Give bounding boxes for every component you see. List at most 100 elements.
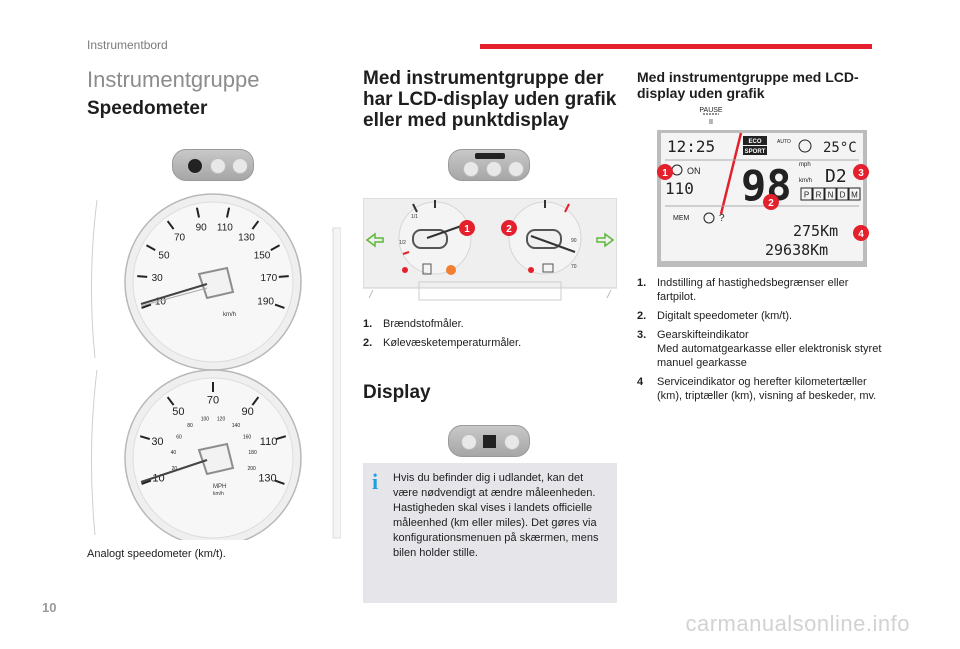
display-heading: Display <box>363 382 431 403</box>
kmh-dial-label: 170 <box>260 273 277 284</box>
header-accent-bar <box>480 44 872 49</box>
mph-inner-label: 20 <box>172 466 178 472</box>
help-symbol: ? <box>719 213 725 224</box>
fuel-full-label: 1/1 <box>411 214 418 220</box>
kmh-dial-tick <box>278 275 289 278</box>
svg-text:3: 3 <box>858 168 864 179</box>
lcd-cluster-icon <box>448 149 530 181</box>
gear-letter: N <box>828 191 834 200</box>
mph-unit-label: MPH <box>213 484 226 490</box>
mph-inner-label: 140 <box>232 423 241 429</box>
temp-70-label: 70 <box>571 264 577 270</box>
mph-dial-tick <box>274 479 285 485</box>
svg-text:4: 4 <box>858 229 864 240</box>
outside-temperature: 25°C <box>823 140 857 156</box>
fuel-gauge: 1/2 1/1 <box>398 200 472 275</box>
gear-cell <box>836 187 849 201</box>
kmh-unit: km/h <box>799 178 812 184</box>
mph-kmh-unit-label: km/h <box>213 491 224 497</box>
gear-letter: D <box>840 191 846 200</box>
list-item: 2.Kølevæsketemperaturmåler. <box>363 337 522 349</box>
pointer-line <box>719 132 743 215</box>
callout-2: 2 <box>763 194 779 210</box>
info-note: i Hvis du befinder dig i udlandet, kan d… <box>363 463 617 603</box>
mph-dial-tick <box>275 435 287 441</box>
fuel-and-temperature-gauges-figure: 1/2 1/1 90 70 1 2 <box>363 198 617 301</box>
gear-letter: P <box>804 191 809 200</box>
mph-inner-label: 200 <box>247 466 256 472</box>
gauges-legend-list: 1.Brændstofmåler. 2.Kølevæsketemperaturm… <box>363 317 617 355</box>
kmh-dial-tick <box>274 303 285 309</box>
info-icon: i <box>372 469 379 494</box>
kmh-dial-tick <box>145 244 156 251</box>
gear-letter: M <box>851 191 858 200</box>
pause-label: PAUSE <box>699 107 723 114</box>
kmh-dial-tick <box>251 220 260 230</box>
gear-cell <box>800 187 813 201</box>
kmh-dial-label: 90 <box>196 223 208 234</box>
dial-icon <box>486 161 502 177</box>
mph-dial-label: 110 <box>260 436 278 448</box>
sport-indicator: SPORT <box>745 149 766 155</box>
kmh-dial-label: 30 <box>152 273 164 284</box>
dial-icon <box>508 161 524 177</box>
inactive-dial-icon <box>232 158 248 174</box>
temperature-gauge: 90 70 <box>508 200 582 275</box>
mph-dial-tick <box>141 479 152 485</box>
speedometer-heading: Speedometer <box>87 98 208 119</box>
clock-readout: 12:25 <box>667 137 715 156</box>
mph-dial-tick <box>166 396 175 406</box>
dial-icon <box>504 434 520 450</box>
info-note-text: Hvis du befinder dig i udlandet, kan det… <box>393 472 599 559</box>
mem-label: MEM <box>673 215 690 222</box>
callout-1: 1 <box>459 220 475 236</box>
kmh-dial-tick <box>225 207 231 218</box>
svg-text:1: 1 <box>662 168 668 179</box>
mph-dial-label: 90 <box>242 406 254 418</box>
kmh-dial-label: 130 <box>238 232 255 243</box>
mph-dial-tick <box>139 435 151 441</box>
needle-hub <box>197 266 235 300</box>
temp-90-label: 90 <box>571 238 577 244</box>
dial-icon <box>463 161 479 177</box>
mph-inner-label: 120 <box>217 416 226 422</box>
list-item: 3.Gearskifteindikator Med automatgearkas… <box>637 329 882 369</box>
list-item: 1.Indstilling af hastighedsbegrænser ell… <box>637 277 849 303</box>
watermark: carmanualsonline.info <box>685 611 910 636</box>
kmh-dial-tick <box>166 220 175 230</box>
kmh-dial-label: 150 <box>254 250 271 261</box>
list-item: 2.Digitalt speedometer (km/t). <box>637 310 793 322</box>
svg-text:2: 2 <box>768 198 774 209</box>
callout-2: 2 <box>501 220 517 236</box>
mph-dial-label: 70 <box>207 395 219 407</box>
gear-cell <box>848 187 861 201</box>
display-cluster-icon <box>448 425 530 457</box>
callout-4: 4 <box>853 225 869 241</box>
svg-text:2: 2 <box>506 224 512 235</box>
mph-inner-label: 60 <box>176 435 182 441</box>
right-indicator-icon <box>596 232 615 248</box>
mph-unit: mph <box>799 162 811 168</box>
pause-symbol: II <box>709 119 713 126</box>
gear-letter: R <box>816 191 822 200</box>
mph-dial-label: 30 <box>151 436 163 448</box>
kmh-dial-label: 10 <box>155 296 167 307</box>
total-odometer: 29638Km <box>765 241 828 259</box>
kmh-dial-label: 50 <box>158 250 170 261</box>
kmh-dial-label: 190 <box>257 296 274 307</box>
auto-wiper-indicator: AUTO <box>777 139 791 145</box>
list-item: 1.Brændstofmåler. <box>363 318 464 330</box>
kmh-dial-label: 70 <box>174 232 186 243</box>
lcd-legend-list: 1.Indstilling af hastighedsbegrænser ell… <box>637 276 882 408</box>
page-number: 10 <box>42 600 57 615</box>
lcd-section-heading: Med instrumentgruppe der har LCD-display… <box>363 68 617 131</box>
center-display-icon <box>483 435 496 448</box>
kmh-dial-tick <box>141 303 152 309</box>
speed-limit-value: 110 <box>665 179 694 198</box>
left-indicator-icon <box>365 232 384 248</box>
speedometer-caption: Analogt speedometer (km/t). <box>87 548 226 560</box>
